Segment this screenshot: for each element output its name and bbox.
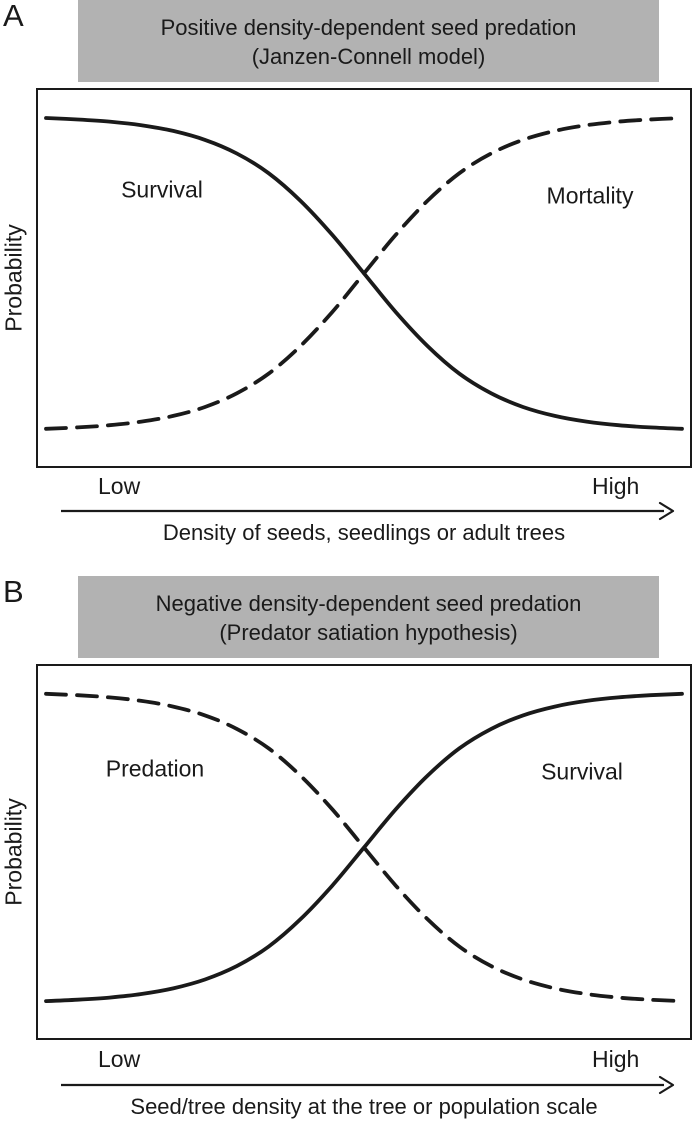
panel-b-plot-area: Predation Survival [36,664,692,1040]
panel-b-y-axis-label: Probability [0,798,27,906]
panel-b-letter: B [3,574,24,609]
panel-a-subtitle: (Janzen-Connell model) [251,44,486,69]
panel-a-tick-low: Low [98,473,141,499]
arrow-head-icon [658,1075,675,1095]
panel-a-y-axis-label: Probability [0,224,27,332]
curve-mortality-dashed [44,116,684,431]
panel-b-title: Negative density-dependent seed predatio… [155,591,582,616]
panel-a-x-axis-label: Density of seeds, seedlings or adult tre… [162,520,566,545]
curve-label-survival-a: Survival [121,176,203,203]
panel-b-tick-high: High [592,1046,640,1072]
panel-b-tick-low: Low [98,1046,141,1072]
arrow-head-icon [658,501,675,521]
panel-b-subtitle: (Predator satiation hypothesis) [219,620,518,645]
panel-a-title: Positive density-dependent seed predatio… [160,15,577,40]
panel-a-tick-high: High [592,473,640,499]
curve-survival-solid [44,691,684,1003]
panel-b-header: Negative density-dependent seed predatio… [78,576,659,658]
curve-label-predation: Predation [105,755,205,782]
panel-a-plot-area: Survival Mortality [36,88,692,468]
panel-a-header: Positive density-dependent seed predatio… [78,0,659,82]
panel-b-curves-svg [44,691,684,1003]
panel-a-x-axis-arrow [61,501,675,521]
panel-a-curves-svg [44,116,684,431]
curve-label-mortality: Mortality [546,182,634,209]
panel-b-x-axis-arrow [61,1075,675,1095]
panel-b: B Negative density-dependent seed predat… [0,576,700,1124]
curve-label-survival-b: Survival [541,758,623,785]
panel-a-letter: A [3,0,24,33]
panel-a: A Positive density-dependent seed predat… [0,0,700,560]
panel-b-x-axis-label: Seed/tree density at the tree or populat… [130,1094,598,1119]
